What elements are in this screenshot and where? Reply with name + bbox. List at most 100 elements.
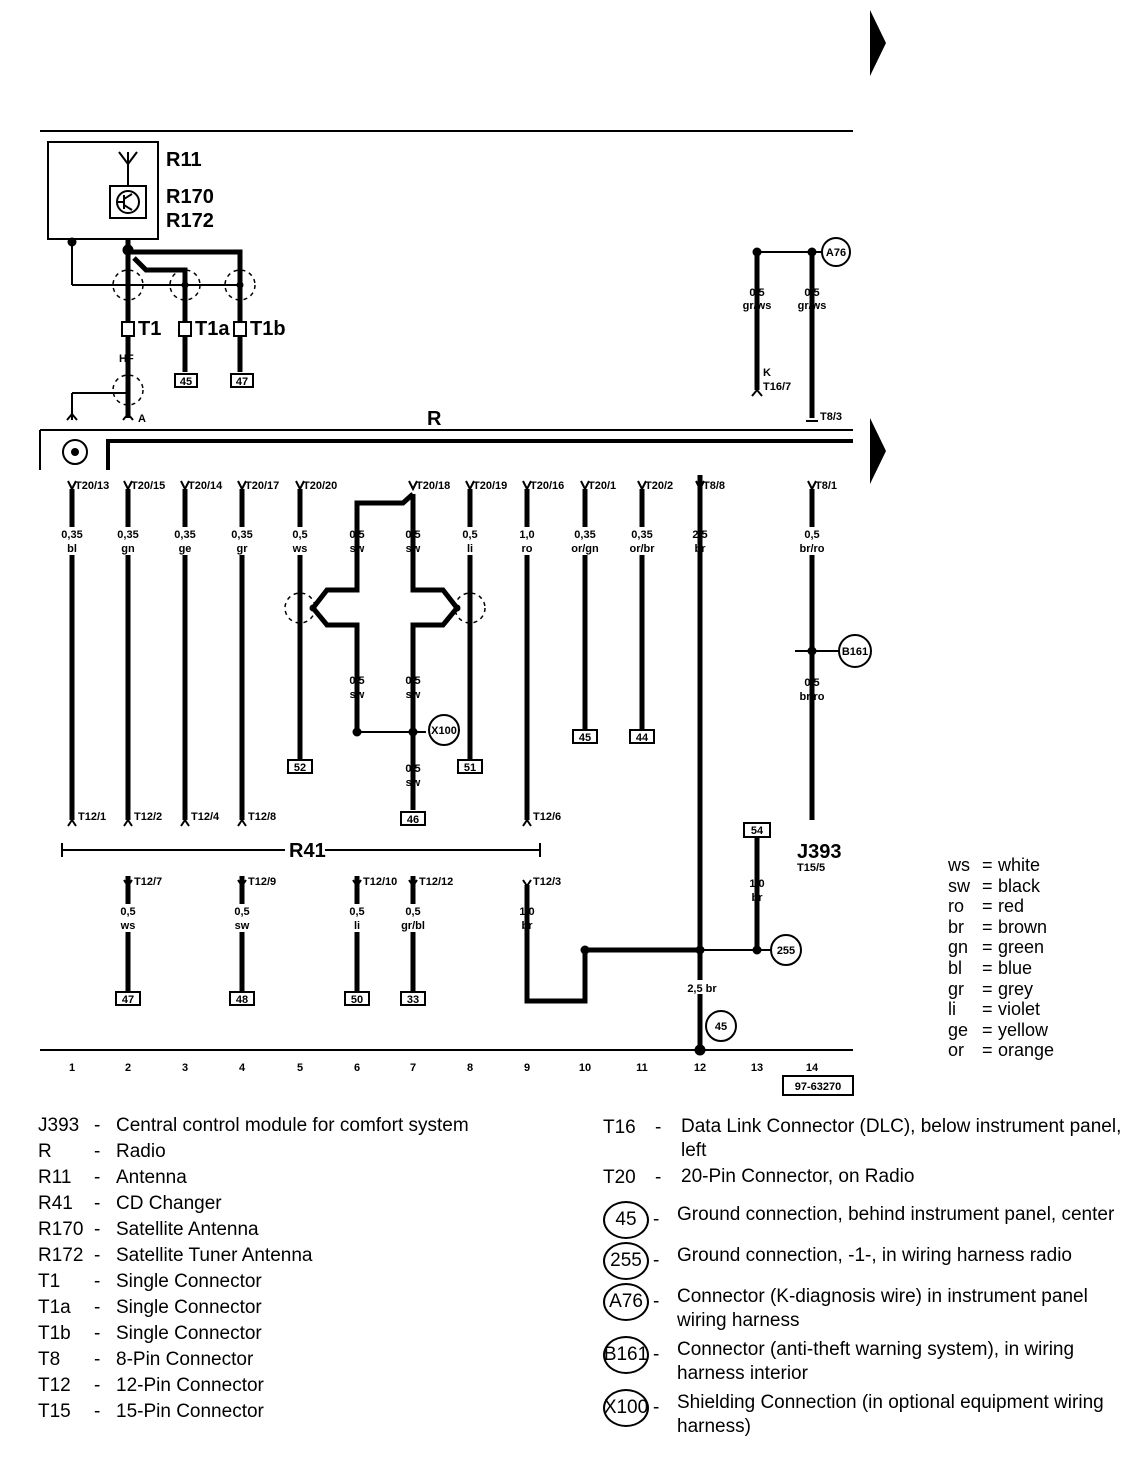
ground-box-47 — [230, 373, 254, 388]
wire-size: 0,35 — [631, 529, 652, 541]
legend-circle-row: 255-Ground connection, -1-, in wiring ha… — [603, 1242, 1123, 1280]
wire-size: 0,5 — [292, 529, 307, 541]
k-diagnosis-wiring — [751, 237, 851, 422]
radio-pin-label: T20/15 — [131, 480, 165, 492]
ground-45-label: 45 — [715, 1021, 727, 1033]
wire-color: gn — [121, 543, 135, 555]
wire-grws-1-size: 0,5 — [749, 287, 764, 299]
column-number: 9 — [524, 1062, 530, 1074]
ground-wiring — [524, 475, 802, 1056]
radio-housing — [39, 429, 853, 470]
terminal-box — [572, 729, 598, 744]
terminal-box — [287, 759, 313, 774]
wire-sw-b-color: sw — [406, 689, 421, 701]
shielded-sw-wires — [284, 492, 486, 810]
label-t1: T1 — [138, 318, 161, 340]
wire-size: 1,0 — [519, 529, 534, 541]
terminal-box-label: 48 — [236, 994, 248, 1006]
column-number: 1 — [69, 1062, 75, 1074]
r41-pin-label: T12/2 — [134, 811, 162, 823]
wire-label-bg — [224, 904, 260, 932]
wire-size: 0,5 — [462, 529, 477, 541]
label-t16-7: T16/7 — [763, 381, 791, 393]
antenna-wiring — [66, 237, 256, 421]
wire-54-color: br — [752, 892, 764, 904]
terminal-box-label: 46 — [407, 814, 419, 826]
label-hf: HF — [119, 353, 134, 365]
radio-pin-label: T20/18 — [416, 480, 450, 492]
b161-connector — [795, 634, 872, 668]
radio-pin-label: T20/20 — [303, 480, 337, 492]
wire-size: 0,35 — [61, 529, 82, 541]
radio-pin-label: T20/17 — [245, 480, 279, 492]
lower-wire-size: 0,5 — [120, 906, 135, 918]
wire-label-bg — [339, 904, 375, 932]
connection-symbol: 255 — [603, 1242, 649, 1280]
color-code-row: gr=grey — [948, 978, 1034, 999]
color-code-row: bl=blue — [948, 957, 1033, 978]
wire-color: ge — [179, 543, 192, 555]
color-code-row: ge=yellow — [948, 1019, 1049, 1040]
legend-row: R-Radio — [38, 1141, 166, 1162]
column-number: 10 — [579, 1062, 591, 1074]
wire-color: br/ro — [799, 543, 824, 555]
wire-54-size: 1,0 — [749, 878, 764, 890]
label-t1a: T1a — [195, 318, 230, 340]
terminal-box-label: 45 — [579, 732, 591, 744]
connection-symbol: A76 — [603, 1283, 649, 1321]
terminal-box-label: 47 — [122, 994, 134, 1006]
wire-label-bg — [282, 527, 318, 555]
next-page-arrow-mid[interactable] — [870, 418, 886, 484]
wire-color: or/br — [629, 543, 655, 555]
wire-sw-b-size: 0,5 — [405, 675, 420, 687]
legend-row: T1a-Single Connector — [38, 1297, 262, 1318]
radio-pin-label: T8/1 — [815, 480, 837, 492]
main-ground-label: 2,5 br — [687, 983, 717, 995]
ground-box-45-text: 45 — [180, 376, 192, 388]
legend-row: R170-Satellite Antenna — [38, 1219, 259, 1240]
wire-size: 0,35 — [174, 529, 195, 541]
legend-row: T8-8-Pin Connector — [38, 1349, 254, 1370]
main-ground-label-bg — [682, 980, 722, 994]
wire-grws-2-size: 0,5 — [804, 287, 819, 299]
label-j393-pin: T15/5 — [797, 862, 825, 874]
legend-row: R172-Satellite Tuner Antenna — [38, 1245, 313, 1266]
color-code-row: or=orange — [948, 1040, 1055, 1061]
r41-pin-arrow — [67, 818, 77, 827]
r41-pin-label: T12/6 — [533, 811, 561, 823]
wire-color: ws — [292, 543, 308, 555]
label-r41: R41 — [289, 840, 326, 862]
terminal-box — [400, 991, 426, 1006]
connection-symbol: X100 — [603, 1389, 649, 1427]
r41-pin-label: T12/4 — [191, 811, 220, 823]
wire-sw-c-color: sw — [406, 777, 421, 789]
radio-pin-label: T20/16 — [530, 480, 564, 492]
wiring-diagram: R11 R170 R172 T1 T1a T1b 45 47 HF A — [39, 10, 886, 1096]
wire-label-bg — [54, 527, 90, 555]
legend-row: T12-12-Pin Connector — [38, 1375, 264, 1396]
legend-row: T20-20-Pin Connector, on Radio — [603, 1166, 915, 1188]
lower-wire-size: 0,5 — [349, 906, 364, 918]
r41-bottom-pin-label: T12/9 — [248, 876, 276, 888]
column-number: 2 — [125, 1062, 131, 1074]
label-radio: R — [427, 408, 442, 430]
next-page-arrow-top[interactable] — [870, 10, 886, 76]
color-code-row: ro=red — [948, 896, 1025, 917]
legend-left: J393-Central control module for comfort … — [38, 1113, 469, 1425]
r41-bottom-pin-label: T12/12 — [419, 876, 453, 888]
antenna-unit — [47, 141, 159, 240]
radio-pin-label: T20/14 — [188, 480, 223, 492]
radio-pin-label: T20/2 — [645, 480, 673, 492]
r41-pin-arrow — [522, 818, 532, 827]
label-r11: R11 — [166, 149, 202, 171]
diagram-id-box — [782, 1075, 854, 1096]
label-t1b: T1b — [250, 318, 286, 340]
color-code-row: gn=green — [948, 937, 1045, 958]
color-code-row: ws=white — [948, 855, 1041, 875]
connection-symbol: B161 — [603, 1336, 649, 1374]
lower-wire-color: gr/bl — [401, 920, 425, 932]
label-k: K — [763, 367, 771, 379]
column-number: 12 — [694, 1062, 706, 1074]
